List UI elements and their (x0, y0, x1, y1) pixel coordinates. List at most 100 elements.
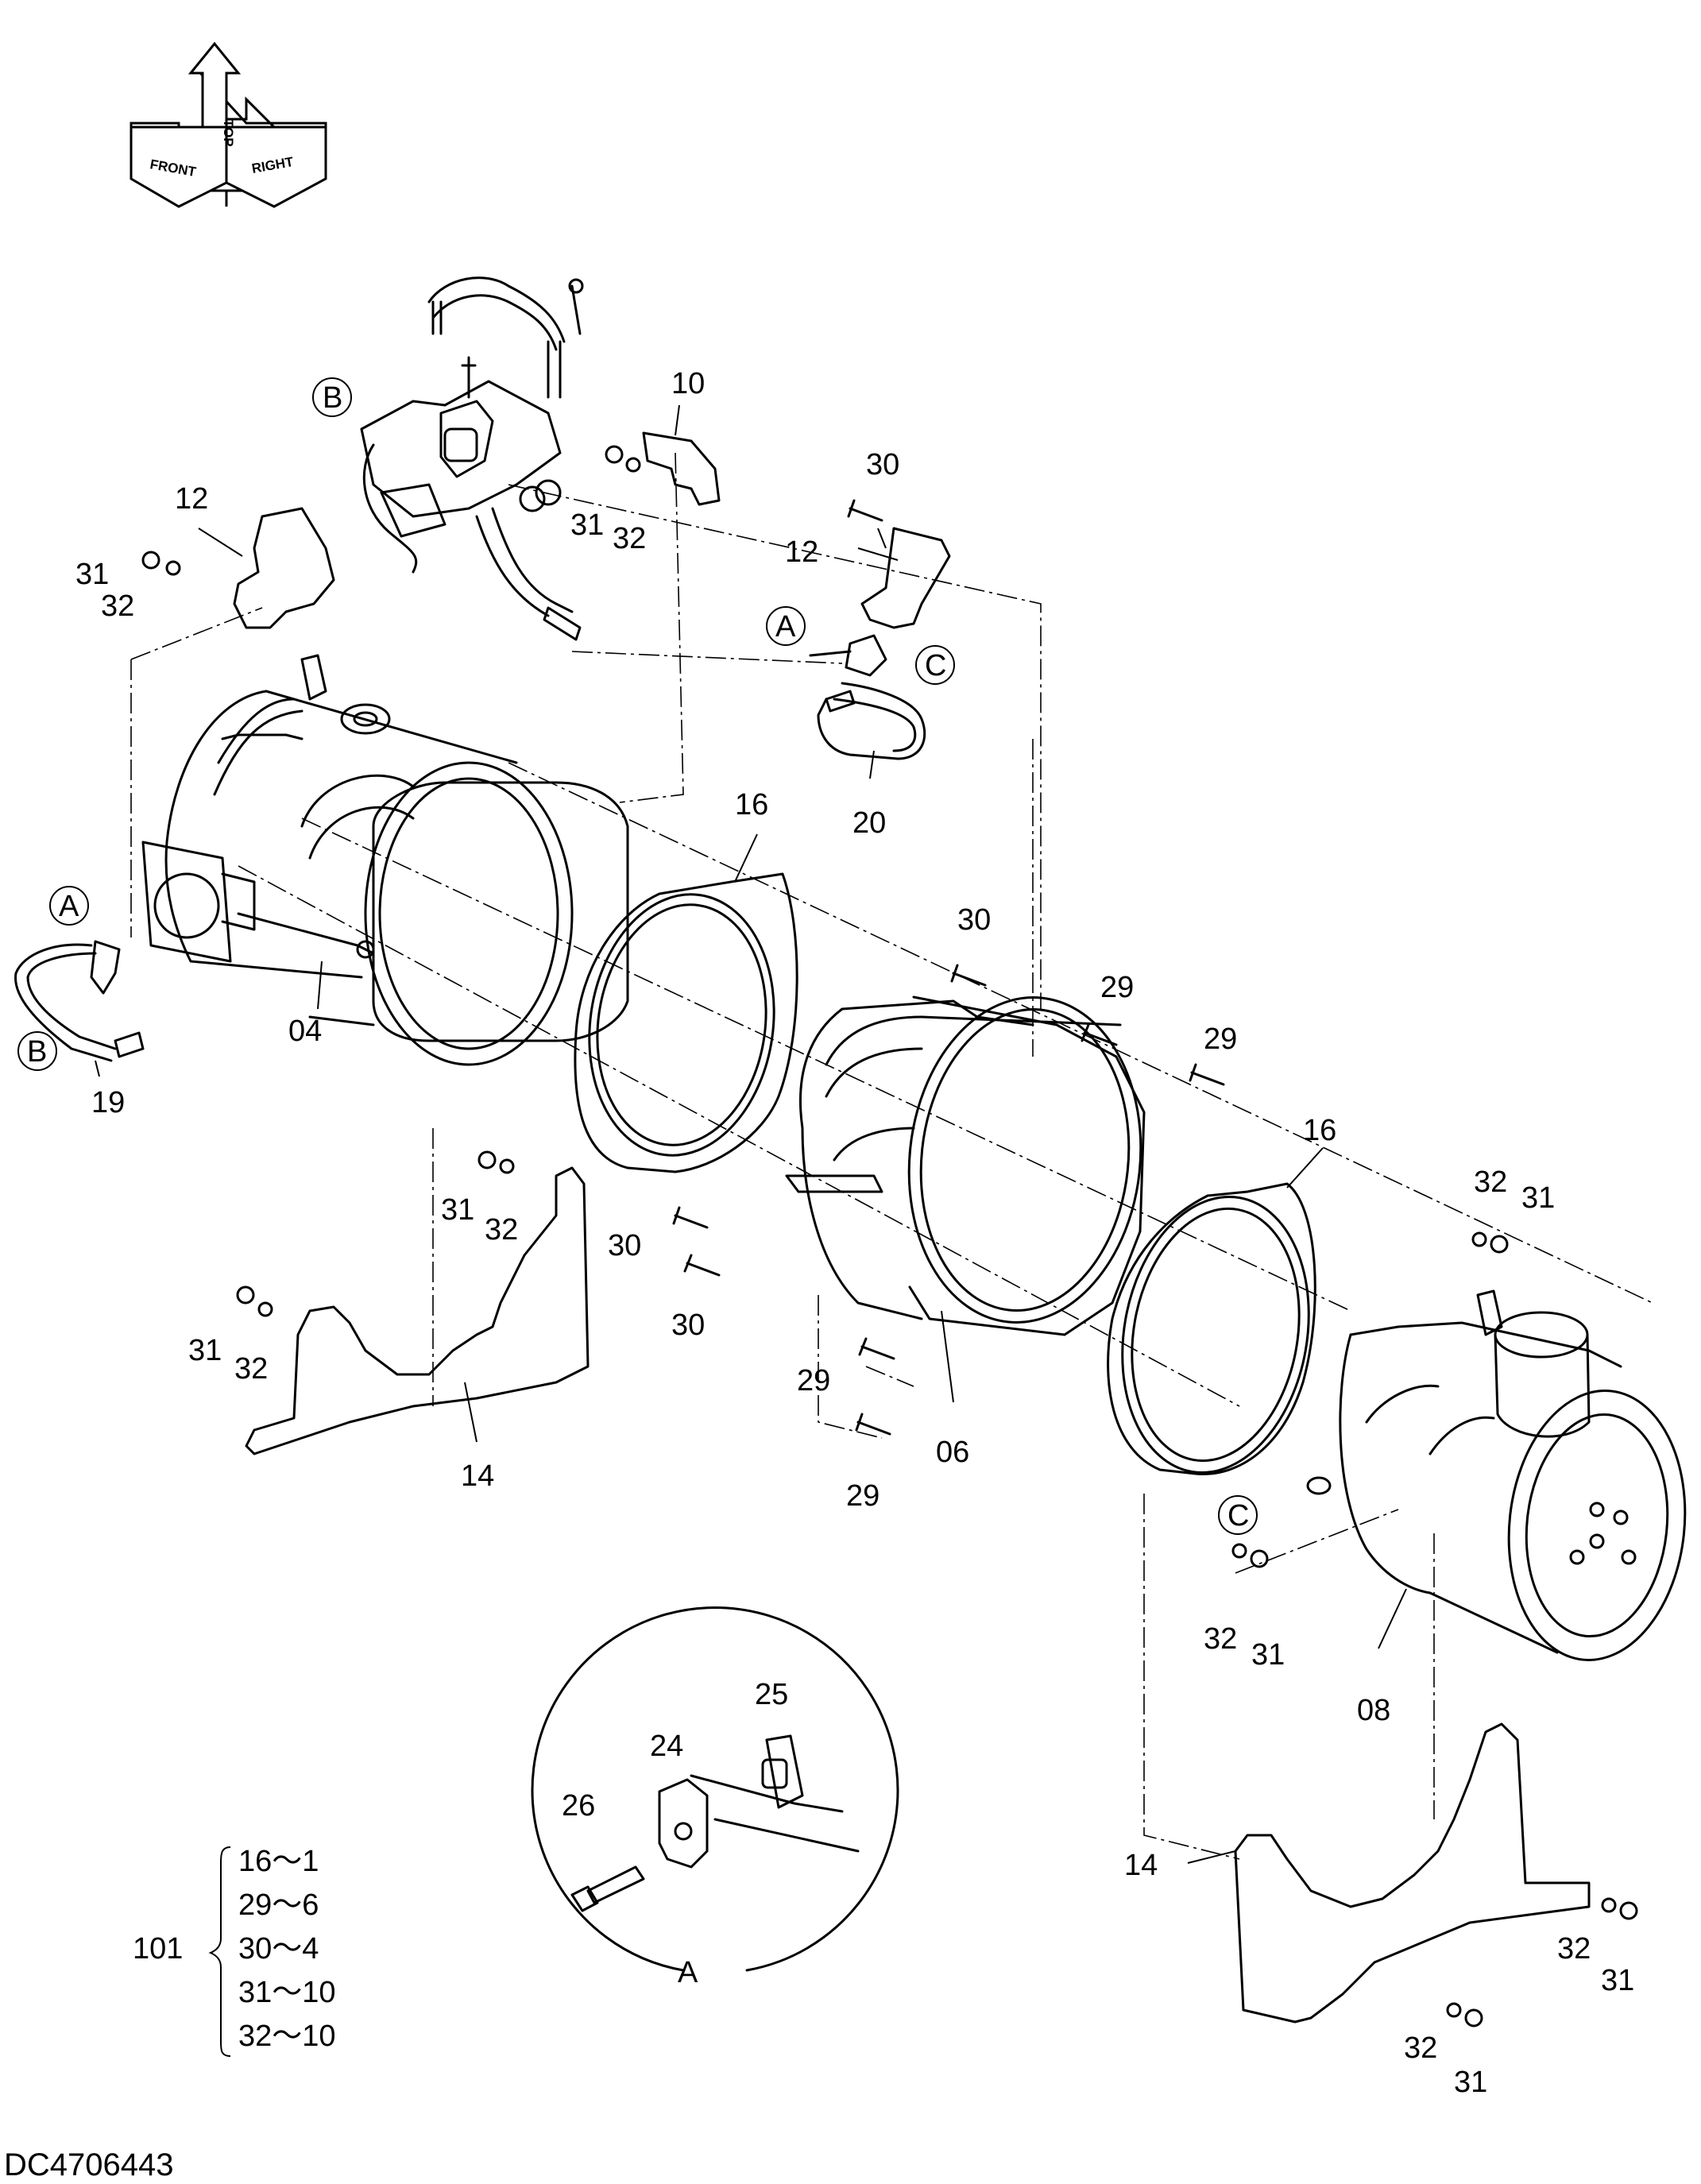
kit-item-qty: 1 (302, 1845, 319, 1878)
callout-a-left-label: A (59, 890, 79, 923)
label-08: 08 (1357, 1694, 1390, 1727)
kit-item-part: 30 (238, 1932, 272, 1966)
kit-item-qty: 4 (302, 1932, 319, 1966)
kit-item-part: 31 (238, 1976, 272, 2009)
part-labels: 10 12 31 32 31 32 30 12 20 16 30 29 29 1… (75, 367, 1634, 2099)
callout-circle-b-top: B (312, 377, 352, 417)
kit-item-qty: 6 (302, 1888, 319, 1922)
label-32-mid-left: 32 (485, 1213, 518, 1247)
callout-c-bottom-label: C (1227, 1499, 1249, 1533)
kit-item-part: 32 (238, 2020, 272, 2053)
pipe-20 (817, 682, 926, 760)
callout-a-right-label: A (775, 610, 796, 644)
diagram-code: DC4706443 (4, 2147, 174, 2182)
label-04: 04 (288, 1015, 322, 1048)
svg-text:31〜10: 31〜10 (238, 1976, 336, 2009)
label-32-top-mid: 32 (613, 522, 646, 555)
label-31-top-mid: 31 (570, 508, 604, 542)
support-14-left (245, 1166, 590, 1455)
label-25: 25 (755, 1678, 788, 1711)
label-20: 20 (852, 806, 886, 840)
label-31-bottom: 31 (1454, 2066, 1487, 2099)
kit-item-qty: 10 (302, 1976, 335, 2009)
kit-item: 29〜6 (238, 1888, 319, 1922)
callout-circle-a-left: A (49, 886, 89, 926)
fasteners (141, 445, 1638, 2027)
label-24: 24 (650, 1730, 683, 1763)
kit-item: 16〜1 (238, 1845, 319, 1878)
label-19: 19 (91, 1086, 125, 1119)
svg-text:16〜1: 16〜1 (238, 1845, 319, 1878)
label-32-lower-left: 32 (234, 1352, 268, 1386)
label-12-right: 12 (785, 535, 818, 569)
callout-circle-c-bottom: C (1218, 1495, 1258, 1535)
label-12-left: 12 (175, 482, 208, 516)
label-31-lower-right: 31 (1601, 1964, 1634, 1997)
kit-item-separator: 〜 (272, 1845, 302, 1878)
label-16-right: 16 (1303, 1114, 1336, 1147)
label-29-d: 29 (846, 1479, 879, 1513)
label-30-mid: 30 (957, 903, 991, 937)
canister-04 (141, 654, 629, 1066)
sensor-module-assembly (360, 276, 584, 641)
bracket-12-right (860, 527, 951, 629)
label-31-right-mid: 31 (1251, 1638, 1285, 1672)
callout-b-left-label: B (27, 1035, 47, 1069)
label-29-c: 29 (797, 1364, 830, 1397)
canister-06 (785, 995, 1146, 1336)
label-30-a: 30 (608, 1229, 641, 1262)
kit-item-part: 16 (238, 1845, 272, 1878)
label-32-right-top: 32 (1474, 1165, 1507, 1199)
callout-circle-c-right: C (915, 645, 955, 685)
label-30-b: 30 (671, 1308, 705, 1342)
detail-view-a (531, 1606, 899, 1972)
support-14-right (1234, 1722, 1591, 2024)
label-14-left: 14 (461, 1459, 494, 1493)
callout-circle-a-right: A (766, 606, 806, 646)
gasket-16-right (1107, 1182, 1316, 1475)
bracket-10 (642, 431, 721, 506)
gasket-16-left (574, 872, 798, 1173)
canister-08 (1306, 1289, 1687, 1661)
kit-number: 101 (133, 1932, 183, 1966)
label-29-b: 29 (1204, 1022, 1237, 1056)
label-31-mid-left: 31 (441, 1193, 474, 1227)
label-32-right-mid: 32 (1204, 1622, 1237, 1656)
kit-item: 31〜10 (238, 1976, 336, 2009)
label-30-top: 30 (866, 448, 899, 481)
bracket-12-left (233, 507, 335, 629)
kit-item-separator: 〜 (272, 2020, 302, 2053)
label-31-right-top: 31 (1521, 1181, 1555, 1215)
kit-list-101: 101 16〜1 29〜6 30〜4 31〜10 32〜10 (133, 1845, 336, 2057)
kit-item-separator: 〜 (272, 1888, 302, 1922)
svg-text:32〜10: 32〜10 (238, 2020, 336, 2053)
callout-b-top-label: B (323, 381, 342, 415)
svg-text:30〜4: 30〜4 (238, 1932, 319, 1966)
kit-item-separator: 〜 (272, 1932, 302, 1966)
label-32-lower-right: 32 (1557, 1932, 1591, 1966)
label-10: 10 (671, 367, 705, 400)
kit-item-part: 29 (238, 1888, 272, 1922)
label-32-top-left: 32 (101, 589, 134, 623)
sensor-clamp-a (845, 634, 887, 677)
label-16-left: 16 (735, 788, 768, 821)
kit-item-qty: 10 (302, 2020, 335, 2053)
label-31-top-left: 31 (75, 558, 109, 591)
kit-item-separator: 〜 (272, 1976, 302, 2009)
kit-item: 32〜10 (238, 2020, 336, 2053)
leader-lines (95, 404, 1407, 1864)
label-06: 06 (936, 1436, 969, 1469)
label-26: 26 (562, 1789, 595, 1823)
label-31-lower-left: 31 (188, 1334, 222, 1367)
detail-a-title: A (678, 1956, 698, 1989)
pipe-19 (14, 940, 145, 1062)
svg-text:29〜6: 29〜6 (238, 1888, 319, 1922)
orientation-top-label: TOP (221, 119, 236, 147)
label-14-right: 14 (1124, 1849, 1158, 1882)
callout-c-right-label: C (925, 649, 946, 682)
label-29-a: 29 (1100, 971, 1134, 1004)
orientation-arrows-icon: FRONT TOP RIGHT (130, 41, 327, 208)
assembly-lines (130, 452, 1653, 1860)
callout-circle-b-left: B (17, 1031, 57, 1071)
